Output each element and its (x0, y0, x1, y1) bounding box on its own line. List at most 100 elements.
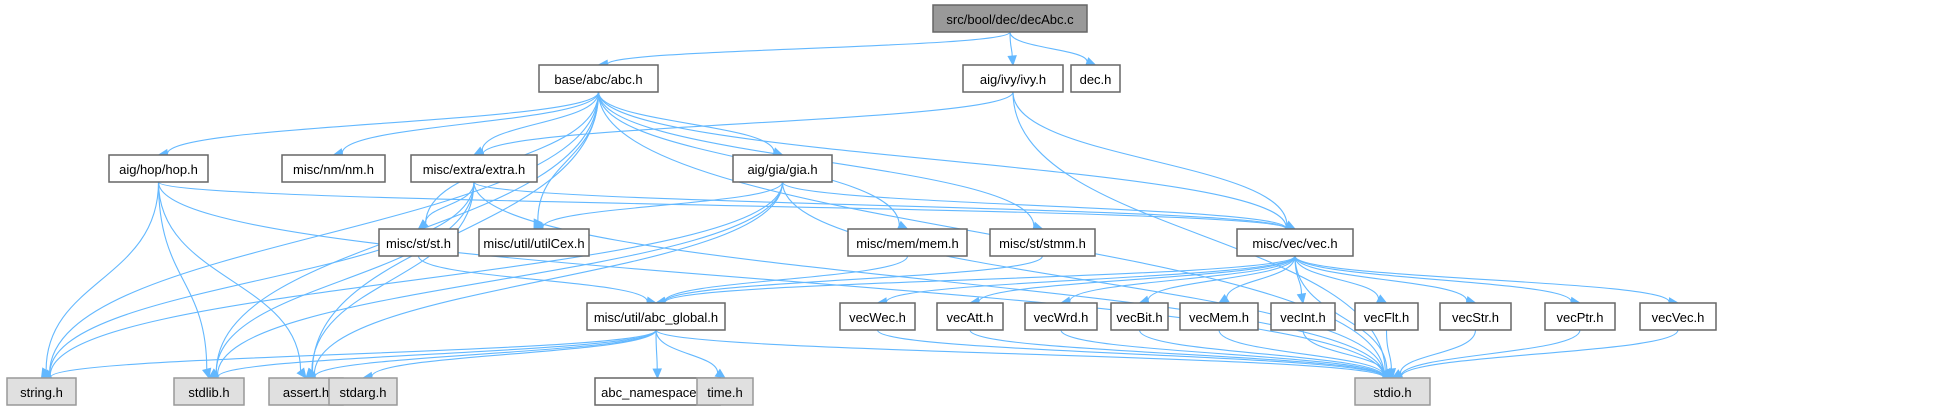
edge-line (481, 91, 600, 152)
arrowhead-icon (202, 367, 212, 380)
node-gia[interactable]: aig/gia/gia.h (732, 154, 833, 183)
node-label: dec.h (1080, 72, 1112, 87)
node-box (1270, 302, 1336, 331)
node-time: time.h (696, 377, 754, 406)
node-box (1439, 302, 1512, 331)
node-vecVec[interactable]: vecVec.h (1639, 302, 1717, 331)
arrowhead-icon (417, 219, 429, 230)
node-label: misc/util/abc_global.h (594, 310, 718, 325)
node-dec[interactable]: dec.h (1070, 64, 1121, 93)
edge-vec-to-vecAtt (968, 255, 1296, 307)
node-box (478, 228, 590, 257)
node-label: vecAtt.h (947, 310, 994, 325)
node-box (839, 302, 916, 331)
edge-extra-to-vec (473, 181, 1297, 234)
node-string: string.h (6, 377, 77, 406)
node-stdarg: stdarg.h (328, 377, 398, 406)
node-box (962, 64, 1064, 93)
edge-line (1069, 255, 1296, 302)
edge-line (157, 181, 208, 370)
node-mem[interactable]: misc/mem/mem.h (847, 228, 968, 257)
node-label: aig/gia/gia.h (747, 162, 817, 177)
edge-ivy-to-vec (1012, 91, 1297, 230)
node-vecWrd[interactable]: vecWrd.h (1024, 302, 1098, 331)
node-box (1236, 228, 1354, 257)
node-label: misc/st/st.h (386, 236, 451, 251)
edge-line (1400, 329, 1679, 377)
edge-abc_global-to-stdlib (207, 329, 657, 382)
node-label: vecStr.h (1452, 310, 1499, 325)
node-vecStr[interactable]: vecStr.h (1439, 302, 1512, 331)
node-box (932, 4, 1088, 33)
node-vecPtr[interactable]: vecPtr.h (1544, 302, 1616, 331)
edge-line (1302, 329, 1386, 374)
edge-line (1147, 255, 1296, 301)
node-box (1354, 302, 1419, 331)
edge-line (482, 91, 1014, 155)
node-label: vecWrd.h (1034, 310, 1089, 325)
edge-line (655, 329, 658, 370)
edge-line (473, 181, 1385, 377)
node-box (6, 377, 77, 406)
node-utilCex[interactable]: misc/util/utilCex.h (478, 228, 590, 257)
node-label: vecFlt.h (1364, 310, 1410, 325)
node-vecAtt[interactable]: vecAtt.h (936, 302, 1004, 331)
node-box (328, 377, 398, 406)
edge-line (473, 181, 1287, 229)
edge-vecWrd-to-stdio (1060, 329, 1394, 382)
edge-abc-to-utilCex (533, 91, 600, 231)
edge-line (1294, 255, 1670, 303)
node-abc[interactable]: base/abc/abc.h (538, 64, 659, 93)
edge-line (1218, 329, 1385, 376)
edge-line (655, 329, 1385, 378)
node-box (1354, 377, 1431, 406)
node-ivy[interactable]: aig/ivy/ivy.h (962, 64, 1064, 93)
edge-line (1400, 329, 1581, 376)
node-box (586, 302, 726, 331)
edge-line (655, 329, 719, 373)
node-label: misc/mem/mem.h (856, 236, 959, 251)
node-vecInt[interactable]: vecInt.h (1270, 302, 1336, 331)
edge-decAbc-to-ivy (1007, 31, 1017, 67)
node-stmm[interactable]: misc/st/stmm.h (989, 228, 1096, 257)
node-label: misc/st/stmm.h (999, 236, 1086, 251)
node-box (1179, 302, 1259, 331)
edge-line (48, 91, 600, 374)
node-vecMem[interactable]: vecMem.h (1179, 302, 1259, 331)
edge-line (215, 181, 475, 373)
node-box (281, 154, 386, 183)
edge-abc_global-to-assert (304, 329, 657, 382)
edge-line (1009, 31, 1088, 62)
node-label: src/bool/dec/decAbc.c (946, 12, 1074, 27)
edge-hop-to-stdlib (157, 181, 212, 380)
edge-vecPtr-to-stdio (1391, 329, 1581, 381)
node-abc-global[interactable]: misc/util/abc_global.h (586, 302, 726, 331)
edge-line (217, 329, 657, 378)
edge-extra-to-st (417, 181, 475, 230)
edge-line (1012, 91, 1288, 226)
node-box (1544, 302, 1616, 331)
node-label: misc/extra/extra.h (423, 162, 526, 177)
node-box (173, 377, 245, 406)
node-vecFlt[interactable]: vecFlt.h (1354, 302, 1419, 331)
node-st[interactable]: misc/st/st.h (378, 228, 459, 257)
edge-line (978, 255, 1296, 302)
edge-line (166, 91, 600, 154)
edge-line (876, 329, 1385, 378)
edge-line (1226, 255, 1296, 299)
edge-extra-to-assert (305, 181, 475, 379)
node-label: misc/util/utilCex.h (483, 236, 584, 251)
node-vecWec[interactable]: vecWec.h (839, 302, 916, 331)
node-stdio: stdio.h (1354, 377, 1431, 406)
edge-decAbc-to-abc (597, 31, 1011, 69)
edge-vec-to-vecVec (1294, 255, 1680, 307)
node-vecBit[interactable]: vecBit.h (1110, 302, 1169, 331)
node-nm[interactable]: misc/nm/nm.h (281, 154, 386, 183)
arrowhead-icon (1296, 292, 1307, 305)
node-vec[interactable]: misc/vec/vec.h (1236, 228, 1354, 257)
node-hop[interactable]: aig/hop/hop.h (108, 154, 209, 183)
node-decAbc[interactable]: src/bool/dec/decAbc.c (932, 4, 1088, 33)
node-extra[interactable]: misc/extra/extra.h (410, 154, 538, 183)
node-box (538, 64, 659, 93)
edge-line (313, 181, 784, 375)
